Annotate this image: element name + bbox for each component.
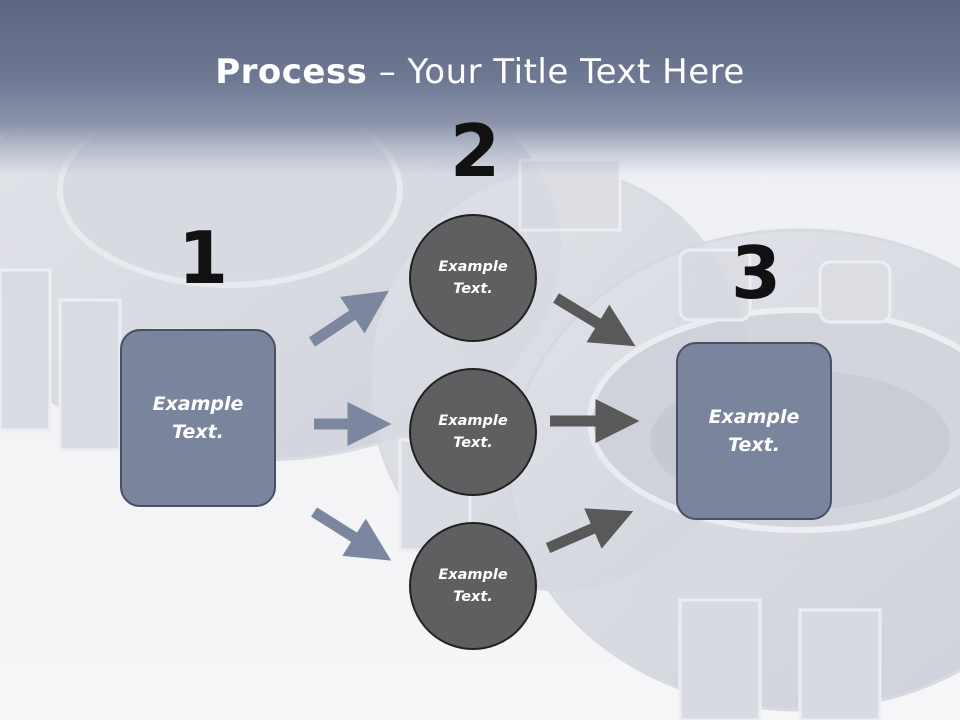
- step-box-3-label: Example Text.: [708, 405, 800, 457]
- step-number-1: 1: [178, 216, 229, 300]
- arrow-box1-to-circle-top: [308, 290, 389, 347]
- step-box-1-label: Example Text.: [152, 392, 244, 444]
- step-box-1: Example Text.: [120, 329, 276, 507]
- step-circle-middle: Example Text.: [409, 368, 537, 496]
- step-number-2: 2: [450, 109, 501, 193]
- step-circle-top: Example Text.: [409, 214, 537, 342]
- header-band: [0, 0, 960, 175]
- arrow-box1-to-circle-bottom: [311, 507, 392, 561]
- circle-bottom-label: Example Text.: [438, 566, 508, 605]
- title-rest: – Your Title Text Here: [367, 52, 745, 92]
- slide-title: Process – Your Title Text Here: [0, 52, 960, 92]
- arrow-circle-bottom-to-box3: [545, 508, 634, 554]
- step-number-3: 3: [731, 231, 782, 315]
- circle-middle-label: Example Text.: [438, 412, 508, 451]
- title-bold: Process: [215, 52, 368, 92]
- step-circle-bottom: Example Text.: [409, 522, 537, 650]
- arrow-circle-top-to-box3: [553, 293, 636, 347]
- step-box-3: Example Text.: [676, 342, 832, 520]
- circle-top-label: Example Text.: [438, 258, 508, 297]
